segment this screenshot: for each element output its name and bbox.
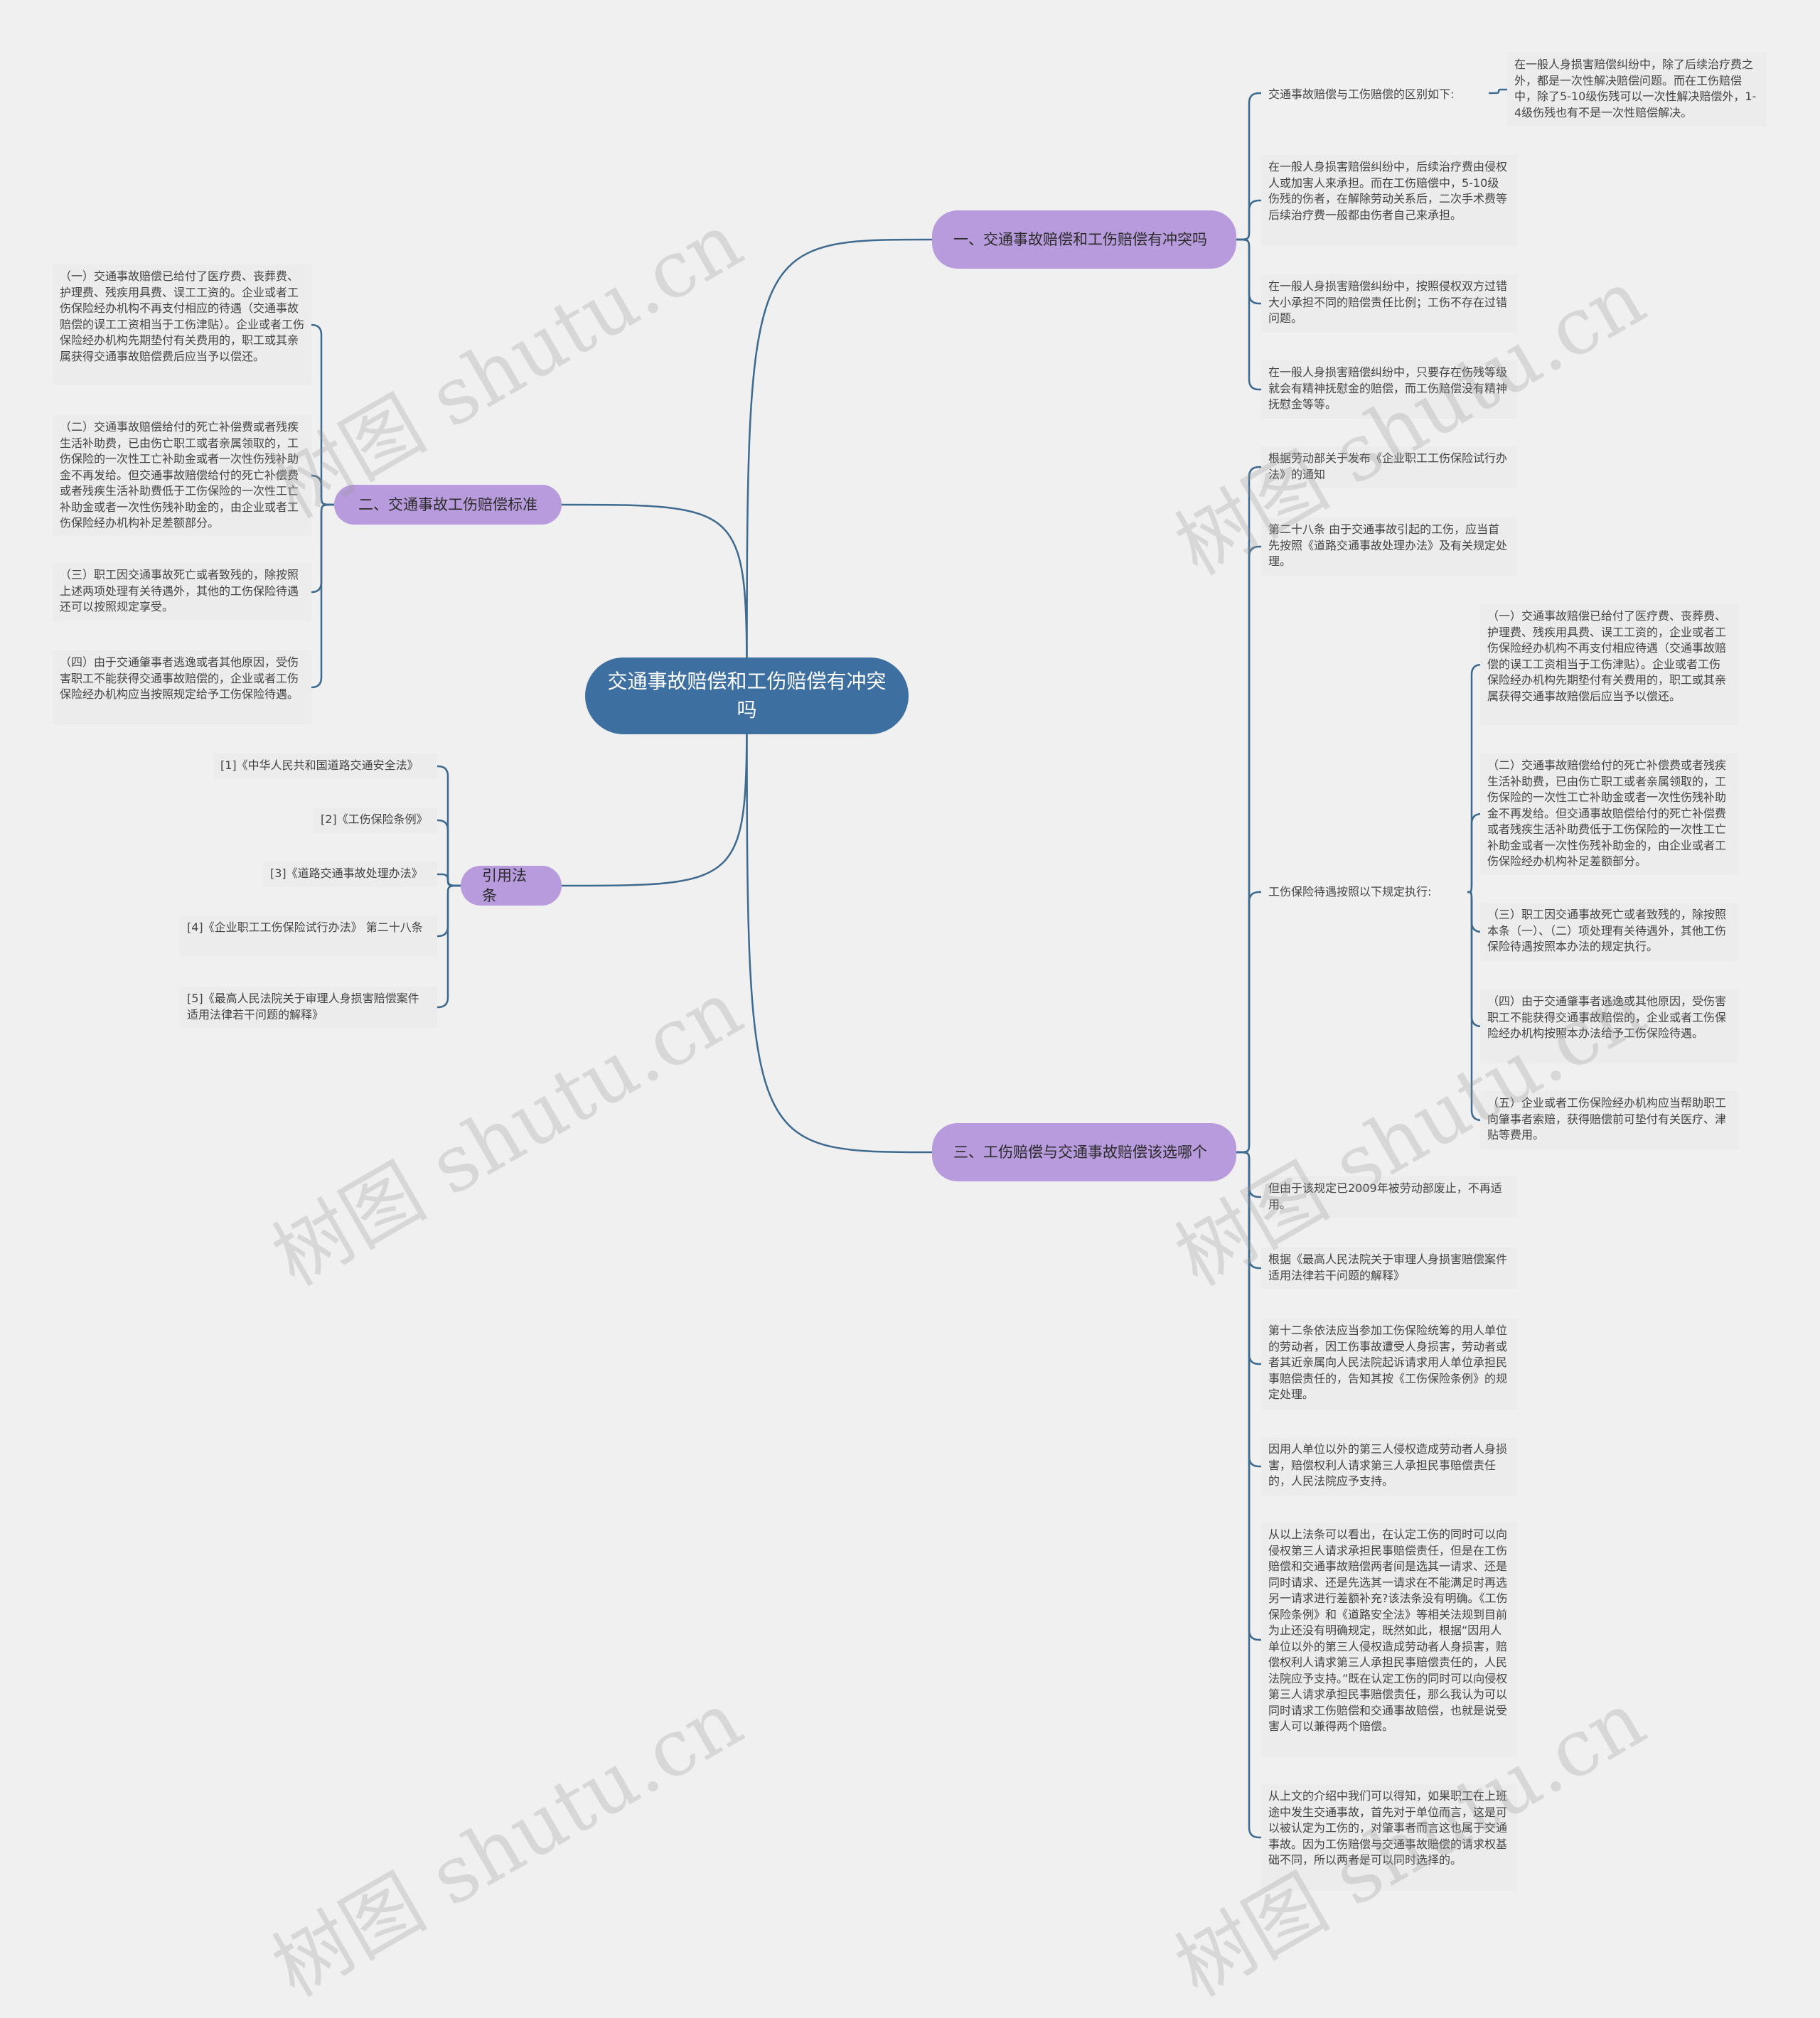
rule-item[interactable]: （五）企业或者工伤保险经办机构应当帮助职工向肇事者索赔，获得赔偿前可垫付有关医疗…	[1480, 1091, 1738, 1149]
conflict-item[interactable]: 在一般人身损害赔偿纠纷中，后续治疗费由侵权人或加害人来承担。而在工伤赔偿中，5-…	[1261, 155, 1517, 246]
branch-child-edge	[311, 503, 335, 689]
root-branch-edge	[746, 695, 933, 1154]
standard-item[interactable]: （三）职工因交通事故死亡或者致残的，除按照上述两项处理有关待遇外，其他的工伤保险…	[53, 563, 311, 621]
rule-item[interactable]: （一）交通事故赔偿已给付了医疗费、丧葬费、护理费、残疾用具费、误工工资的，企业或…	[1480, 604, 1738, 725]
rule-label[interactable]: 工伤保险待遇按照以下规定执行:	[1268, 885, 1432, 898]
compare-detail[interactable]: 在一般人身损害赔偿纠纷中，除了后续治疗费之外，都是一次性解决赔偿问题。而在工伤赔…	[1507, 53, 1767, 127]
root-branch-edge	[561, 503, 748, 697]
rule-item[interactable]: （四）由于交通肇事者逃逸或其他原因，受伤害职工不能获得交通事故赔偿的，企业或者工…	[1480, 989, 1738, 1063]
choice-item[interactable]: 第二十八条 由于交通事故引起的工伤，应当首先按照《道路交通事故处理办法》及有关规…	[1261, 517, 1517, 576]
branch-child-edge	[1488, 88, 1507, 95]
branch-child-edge	[1236, 1151, 1261, 1839]
branch-child-edge	[311, 503, 335, 594]
branch-choice[interactable]: 三、工伤赔偿与交通事故赔偿该选哪个	[932, 1123, 1236, 1181]
rule-item[interactable]: （三）职工因交通事故死亡或者致残的，除按照本条（一）、（二）项处理有关待遇外，其…	[1480, 903, 1738, 961]
branch-child-edge	[1236, 238, 1261, 391]
choice-item[interactable]: 因用人单位以外的第三人侵权造成劳动者人身损害，赔偿权利人请求第三人承担民事赔偿责…	[1261, 1437, 1517, 1496]
conflict-item[interactable]: 在一般人身损害赔偿纠纷中，只要存在伤残等级就会有精神抚慰金的赔偿，而工伤赔偿没有…	[1261, 360, 1517, 419]
citation-item[interactable]: [5]《最高人民法院关于审理人身损害赔偿案件适用法律若干问题的解释》	[180, 987, 437, 1028]
branch-child-edge	[437, 819, 461, 887]
branch-child-edge	[437, 884, 461, 1009]
choice-item[interactable]: 第十二条依法应当参加工伤保险统筹的用人单位的劳动者，因工伤事故遭受人身损害，劳动…	[1261, 1319, 1517, 1410]
compare-label[interactable]: 交通事故赔偿与工伤赔偿的区别如下:	[1268, 87, 1455, 101]
branch-child-edge	[311, 323, 335, 506]
standard-item[interactable]: （四）由于交通肇事者逃逸或者其他原因，受伤害职工不能获得交通事故赔偿的，企业或者…	[53, 650, 311, 724]
branch-standard[interactable]: 二、交通事故工伤赔偿标准	[334, 485, 562, 525]
branch-child-edge	[437, 765, 461, 887]
branch-child-edge	[1467, 891, 1482, 933]
branch-child-edge	[1467, 812, 1482, 893]
rule-item[interactable]: （二）交通事故赔偿给付的死亡补偿费或者残疾生活补助费，已由伤亡职工或者亲属领取的…	[1480, 753, 1738, 874]
citation-item[interactable]: [4]《企业职工工伤保险试行办法》 第二十八条	[180, 916, 437, 957]
branch-child-edge	[437, 884, 461, 938]
choice-item[interactable]: 从以上法条可以看出，在认定工伤的同时可以向侵权第三人请求承担民事赔偿责任，但是在…	[1261, 1523, 1517, 1757]
branch-child-edge	[1467, 663, 1482, 893]
choice-item[interactable]: 但由于该规定已2009年被劳动部废止，不再适用。	[1261, 1176, 1517, 1218]
branch-conflict[interactable]: 一、交通事故赔偿和工伤赔偿有冲突吗	[932, 210, 1236, 269]
choice-item[interactable]: 从上文的介绍中我们可以得知，如果职工在上班途中发生交通事故，首先对于单位而言，这…	[1261, 1784, 1517, 1891]
conflict-item[interactable]: 在一般人身损害赔偿纠纷中，按照侵权双方过错大小承担不同的赔偿责任比例；工伤不存在…	[1261, 274, 1517, 333]
branch-child-edge	[437, 873, 461, 887]
branch-child-edge	[1467, 891, 1482, 1028]
branch-citations[interactable]: 引用法条	[461, 866, 562, 906]
branch-child-edge	[311, 474, 335, 506]
choice-item[interactable]: 根据劳动部关于发布《企业职工工伤保险试行办法》的通知	[1261, 446, 1517, 488]
branch-child-edge	[1236, 199, 1261, 241]
citation-item[interactable]: [3]《道路交通事故处理办法》	[263, 862, 437, 887]
standard-item[interactable]: （一）交通事故赔偿已给付了医疗费、丧葬费、护理费、残疾用具费、误工工资的。企业或…	[53, 264, 311, 385]
root-topic[interactable]: 交通事故赔偿和工伤赔偿有冲突吗	[585, 658, 909, 734]
standard-item[interactable]: （二）交通事故赔偿给付的死亡补偿费或者残疾生活补助费，已由伤亡职工或者亲属领取的…	[53, 415, 311, 536]
choice-item[interactable]: 根据《最高人民法院关于审理人身损害赔偿案件适用法律若干问题的解释》	[1261, 1247, 1517, 1289]
root-branch-edge	[746, 238, 933, 697]
connector-lines	[311, 88, 1507, 1839]
citation-item[interactable]: [2]《工伤保险条例》	[314, 807, 437, 833]
branch-child-edge	[1236, 891, 1261, 1154]
branch-child-edge	[1467, 891, 1482, 1122]
citation-item[interactable]: [1]《中华人民共和国道路交通安全法》	[213, 753, 437, 779]
